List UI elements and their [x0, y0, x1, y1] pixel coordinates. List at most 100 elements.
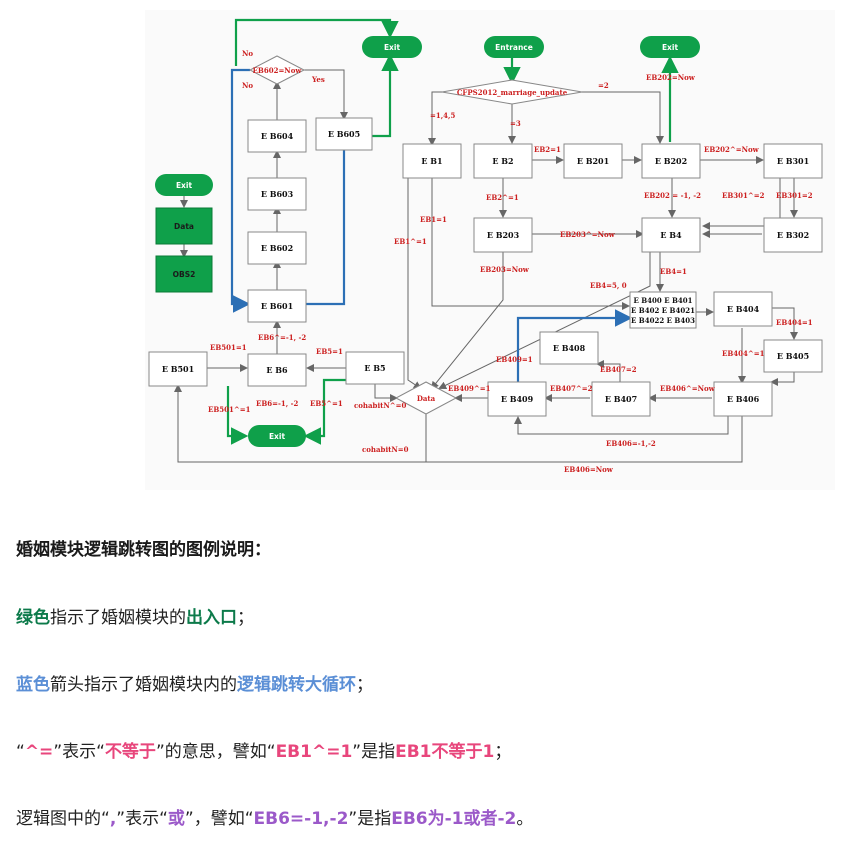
exit-terminal — [248, 425, 306, 447]
eb202-label: E B202 — [655, 156, 687, 166]
edge-label-eb2neq1: EB2^=1 — [486, 193, 519, 202]
legend-term-green: 绿色 — [16, 608, 50, 628]
legend-term-meaning: 或 — [167, 809, 185, 829]
legend-text: “ — [16, 742, 25, 762]
legend-text: ”是指 — [348, 809, 392, 829]
eb400-label-line2: E B402 E B4021 — [631, 306, 695, 315]
eb2-box — [473, 143, 533, 179]
legend-line-or: 逻辑图中的“,”表示“或”，譬如“EB6=-1,-2”是指EB6为-1或者-2。 — [16, 804, 533, 829]
edge-label-eb202vals: EB202 = -1, -2 — [644, 191, 701, 200]
edge-label-eb5eq1: EB5=1 — [316, 347, 343, 356]
legend-punct: 。 — [516, 809, 534, 829]
edge-label-eb407neq2: EB407^=2 — [550, 384, 593, 393]
legend-text: ”是指 — [352, 742, 396, 762]
edge-label-eb301neq2: EB301^=2 — [722, 191, 765, 200]
edge-label-eb2eq1: EB2=1 — [534, 145, 561, 154]
marriage-module-flowchart: Exit Entrance Exit Exit Exit Data OBS2 E… — [148, 18, 823, 474]
eb302-label: E B302 — [777, 230, 809, 240]
eb301-label: E B301 — [777, 156, 809, 166]
legend-line-green: 绿色指示了婚姻模块的出入口； — [16, 603, 254, 628]
edge-label-eb301eq2: EB301=2 — [776, 191, 813, 200]
eb6-label: E B6 — [266, 365, 288, 375]
edge-label-eb407eq2: EB407=2 — [600, 365, 637, 374]
data-decision-label: Data — [417, 394, 436, 403]
eb1-label: E B1 — [421, 156, 442, 166]
eb2-label: E B2 — [492, 156, 513, 166]
edge-label-eb406neqnow: EB406^=Now — [660, 384, 716, 393]
edge-label-no: No — [242, 49, 253, 58]
cfps-decision-label: CFPS2012_marriage_update — [457, 88, 568, 97]
exit-terminal — [640, 36, 700, 58]
eb201-box — [563, 143, 623, 179]
eb605-label: E B605 — [328, 129, 360, 139]
data-box — [155, 207, 213, 245]
edge-label-eb409neq1: EB409^=1 — [448, 384, 491, 393]
eb409-label: E B409 — [501, 394, 534, 404]
eb409-box — [487, 381, 547, 417]
eb404-box — [713, 291, 773, 327]
legend-term-example: EB1^=1 — [275, 742, 353, 762]
eb602-decision-label: EB602=Now — [253, 66, 303, 75]
eb6-box — [247, 353, 307, 387]
exit-label: Exit — [384, 43, 401, 52]
eb203-box — [473, 217, 533, 253]
edge-label-eb4eq1: EB4=1 — [660, 267, 687, 276]
eb203-label: E B203 — [487, 230, 520, 240]
exit-label: Exit — [269, 432, 286, 441]
legend-term-loop: 逻辑跳转大循环 — [237, 675, 356, 695]
exit-label: Exit — [662, 43, 679, 52]
obs2-box-label: OBS2 — [173, 270, 196, 279]
eb5-label: E B5 — [364, 363, 385, 373]
entrance-label: Entrance — [495, 43, 533, 52]
eb406-box — [713, 381, 773, 417]
edge-label-no: No — [242, 81, 253, 90]
eb405-box — [763, 339, 823, 373]
edge-label-yes: Yes — [311, 75, 325, 84]
edge-label-eb203now: EB203=Now — [480, 265, 530, 274]
eb501-label: E B501 — [162, 364, 194, 374]
exit-terminal — [155, 174, 213, 196]
eb602-box-label: E B602 — [261, 243, 293, 253]
eb601-box — [247, 289, 307, 323]
obs2-box — [155, 255, 213, 293]
legend-text: ”表示“ — [116, 809, 168, 829]
legend-text: 箭头指示了婚姻模块内的 — [50, 675, 237, 695]
entrance-terminal — [484, 36, 544, 58]
edge-label-eb406now: EB406=Now — [564, 465, 614, 474]
eb407-label: E B407 — [605, 394, 637, 404]
legend-text: 指示了婚姻模块的 — [50, 608, 186, 628]
eb602-box — [247, 231, 307, 265]
legend-punct: ； — [494, 742, 512, 762]
cfps-decision — [441, 79, 583, 105]
edge-label-eb4eq50: EB4=5, 0 — [590, 281, 627, 290]
edge-label-eb501neq1: EB501^=1 — [208, 405, 251, 414]
eb604-box — [247, 119, 307, 153]
edge-label-eq2: =2 — [598, 81, 609, 90]
eb408-label: E B408 — [553, 343, 586, 353]
eb407-box — [591, 381, 651, 417]
edge-label-eq3: =3 — [510, 119, 521, 128]
legend-text: ”的意思，譬如“ — [155, 742, 276, 762]
edge-label-cohabneq0: cohabitN^=0 — [354, 401, 406, 410]
legend-term-explanation: EB6为-1或者-2 — [391, 809, 517, 829]
eb408-box — [539, 331, 599, 365]
legend-text: ”，譬如“ — [184, 809, 254, 829]
data-decision — [394, 381, 458, 415]
eb501-box — [148, 351, 208, 387]
eb605-box — [315, 117, 373, 151]
legend-punct: ； — [237, 608, 254, 628]
eb601-label: E B601 — [261, 301, 293, 311]
legend-term-blue: 蓝色 — [16, 675, 50, 695]
edge-label-eb1eq1: EB1=1 — [420, 215, 447, 224]
eb604-label: E B604 — [261, 131, 294, 141]
eb400-box — [629, 291, 697, 329]
eb400-label-line3: E B4022 E B403 — [631, 316, 695, 325]
eb404-label: E B404 — [727, 304, 760, 314]
edge-label-eq145: =1,4,5 — [430, 111, 455, 120]
eb406-label: E B406 — [727, 394, 760, 404]
edge-label-eb1neq1: EB1^=1 — [394, 237, 427, 246]
legend-term-meaning: 不等于 — [104, 742, 156, 762]
edge-label-eb6neq: EB6^=-1, -2 — [258, 333, 306, 342]
edge-label-eb5neq1: EB5^=1 — [310, 399, 343, 408]
legend-term-operator: , — [109, 809, 117, 829]
